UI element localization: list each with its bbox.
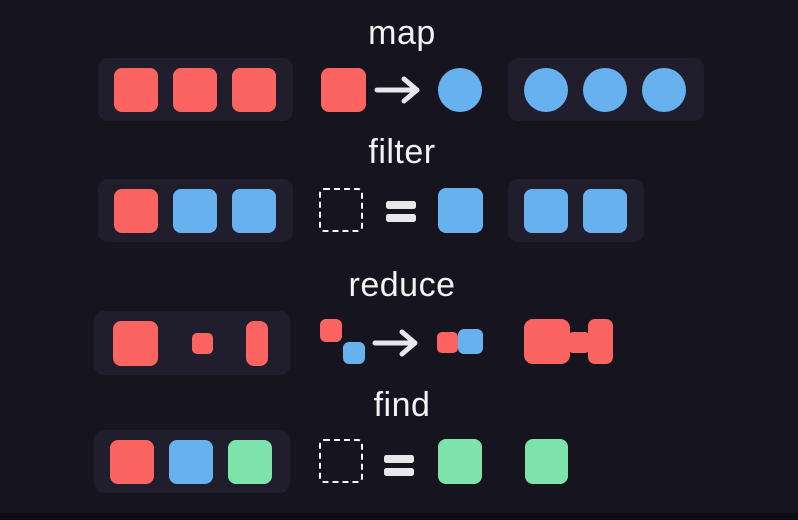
reduce-result-big-red-square xyxy=(524,319,570,364)
filter-predicate-blue-square xyxy=(438,188,483,233)
find-input-array-panel xyxy=(94,430,290,493)
red-square xyxy=(246,320,268,366)
blue-circle xyxy=(642,67,686,112)
blue-square xyxy=(583,188,627,233)
blue-circle xyxy=(524,67,568,112)
blue-circle xyxy=(583,67,627,112)
map-output-array-panel xyxy=(508,58,704,121)
find-result-green-square xyxy=(525,439,568,484)
dashed-empty-square-icon xyxy=(319,188,363,232)
blue-square xyxy=(524,188,568,233)
reduce-result-red-bar xyxy=(588,319,613,364)
blue-square xyxy=(173,188,217,233)
dashed-empty-square-icon xyxy=(319,439,363,483)
red-square xyxy=(191,332,213,354)
red-square xyxy=(114,188,158,233)
blue-square xyxy=(232,188,276,233)
reduce-accumulator-red-square xyxy=(320,319,342,342)
map-result-blue-circle xyxy=(438,68,482,112)
reduce-title: reduce xyxy=(348,266,456,304)
reduce-combined-blue-square xyxy=(458,329,483,354)
map-source-red-square xyxy=(321,68,366,112)
blue-square xyxy=(169,439,213,484)
red-square xyxy=(232,67,276,112)
bottom-edge-strip xyxy=(0,513,798,520)
find-target-green-square xyxy=(438,439,482,484)
filter-title: filter xyxy=(368,133,436,171)
find-title: find xyxy=(373,386,431,424)
right-arrow-icon xyxy=(374,76,420,104)
red-square xyxy=(173,67,217,112)
red-square xyxy=(110,439,154,484)
red-square xyxy=(113,320,158,366)
reduce-item-blue-square xyxy=(343,342,365,364)
map-input-array-panel xyxy=(98,58,293,121)
reduce-input-array-panel xyxy=(94,311,290,375)
red-square xyxy=(114,67,158,112)
filter-input-array-panel xyxy=(98,179,293,242)
right-arrow-icon xyxy=(372,329,418,357)
equals-sign-icon xyxy=(386,201,416,222)
green-square xyxy=(228,439,272,484)
map-title: map xyxy=(368,14,436,52)
reduce-result-red-connector xyxy=(568,332,590,353)
equals-sign-icon xyxy=(384,455,414,476)
reduce-combined-red-square xyxy=(437,332,458,353)
filter-output-array-panel xyxy=(508,179,644,242)
